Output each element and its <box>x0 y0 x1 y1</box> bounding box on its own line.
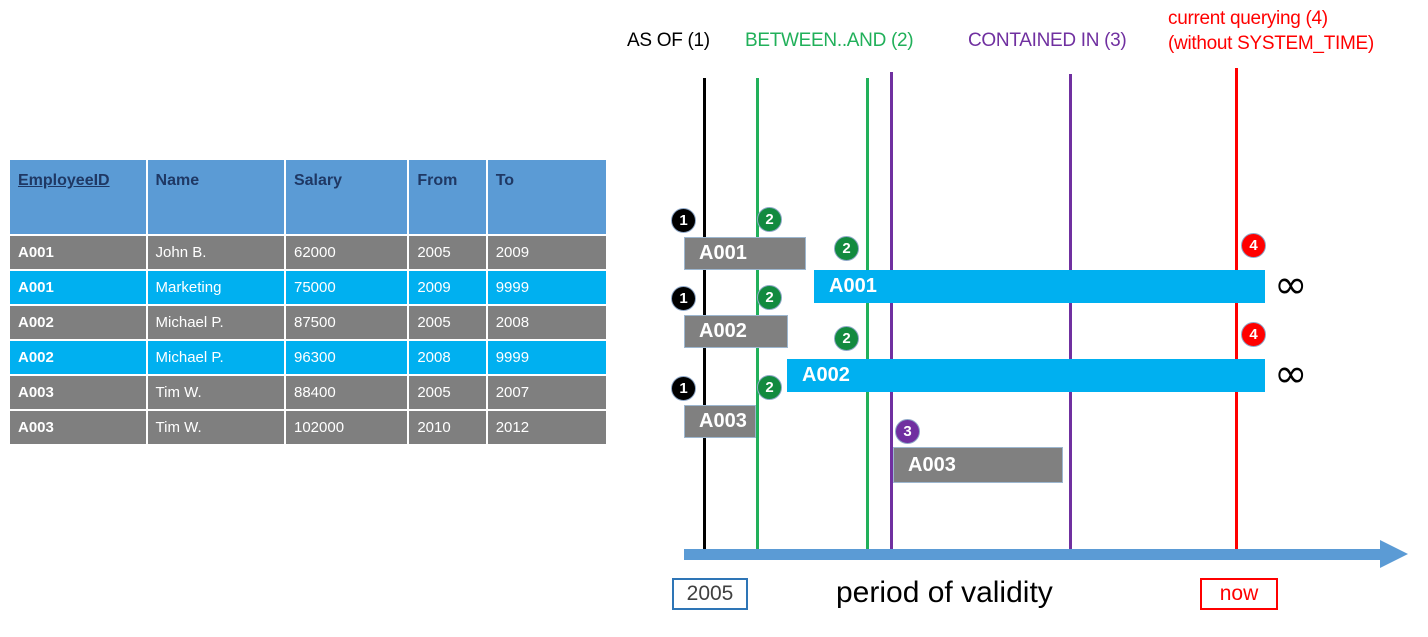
cell-to: 2012 <box>487 411 606 444</box>
axis-label-now: now <box>1200 578 1278 610</box>
cell-name: Tim W. <box>147 411 284 444</box>
column-header-salary: Salary <box>285 160 408 234</box>
cell-from: 2008 <box>409 341 486 374</box>
cell-salary: 75000 <box>285 271 408 304</box>
cell-salary: 87500 <box>285 306 408 339</box>
infinity-icon: ∞ <box>1274 351 1308 397</box>
badge-between-a001-end: 2 <box>834 236 859 261</box>
table-body: A001 John B. 62000 2005 2009 A001 Market… <box>10 236 606 444</box>
cell-name: John B. <box>147 236 284 269</box>
bar-a001-current: A001 <box>814 270 1265 303</box>
badge-current-a001: 4 <box>1241 233 1266 258</box>
bar-a002-historic: A002 <box>684 315 788 348</box>
cell-from: 2005 <box>409 306 486 339</box>
cell-to: 9999 <box>487 271 606 304</box>
cell-from: 2005 <box>409 376 486 409</box>
vertical-line-contained-start <box>890 72 893 556</box>
badge-between-a002-start: 2 <box>757 285 782 310</box>
legend-as-of: AS OF (1) <box>627 30 710 51</box>
badge-as-of-a001: 1 <box>671 208 696 233</box>
badge-between-a001-start: 2 <box>757 207 782 232</box>
employee-history-table: EmployeeID Name Salary From To A001 John… <box>8 158 608 446</box>
column-header-name-label: Name <box>155 172 200 189</box>
cell-employeeid: A003 <box>10 411 146 444</box>
bar-a003-later: A003 <box>893 447 1063 483</box>
badge-current-a002: 4 <box>1241 322 1266 347</box>
table-row: A001 Marketing 75000 2009 9999 <box>10 271 606 304</box>
cell-employeeid: A002 <box>10 306 146 339</box>
legend-between-and: BETWEEN..AND (2) <box>745 30 914 51</box>
cell-to: 2007 <box>487 376 606 409</box>
cell-employeeid: A001 <box>10 236 146 269</box>
cell-name: Tim W. <box>147 376 284 409</box>
legend-current-querying-line2: (without SYSTEM_TIME) <box>1168 33 1374 54</box>
badge-as-of-a002: 1 <box>671 286 696 311</box>
bar-a003-historic: A003 <box>684 405 756 438</box>
cell-salary: 62000 <box>285 236 408 269</box>
vertical-line-now <box>1235 68 1238 556</box>
column-header-to: To <box>487 160 606 234</box>
table-header-row: EmployeeID Name Salary From To <box>10 160 606 234</box>
legend-current-querying: current querying (4) (without SYSTEM_TIM… <box>1168 6 1374 56</box>
column-header-from-label: From <box>417 172 458 189</box>
legend-current-querying-line1: current querying (4) <box>1168 8 1328 29</box>
column-header-name: Name <box>147 160 284 234</box>
table-row: A002 Michael P. 87500 2005 2008 <box>10 306 606 339</box>
cell-from: 2010 <box>409 411 486 444</box>
badge-contained-a003: 3 <box>895 419 920 444</box>
table-row: A002 Michael P. 96300 2008 9999 <box>10 341 606 374</box>
axis-label-start: 2005 <box>672 578 748 610</box>
cell-from: 2009 <box>409 271 486 304</box>
cell-to: 2008 <box>487 306 606 339</box>
cell-salary: 96300 <box>285 341 408 374</box>
legend-contained-in: CONTAINED IN (3) <box>968 30 1127 51</box>
bar-a001-historic: A001 <box>684 237 806 270</box>
cell-name: Marketing <box>147 271 284 304</box>
column-header-from: From <box>409 160 486 234</box>
cell-to: 2009 <box>487 236 606 269</box>
badge-between-a003-start: 2 <box>757 375 782 400</box>
cell-salary: 88400 <box>285 376 408 409</box>
badge-as-of-a003: 1 <box>671 376 696 401</box>
vertical-line-between-end <box>866 78 869 556</box>
cell-salary: 102000 <box>285 411 408 444</box>
cell-employeeid: A002 <box>10 341 146 374</box>
column-header-employeeid-label: EmployeeID <box>18 172 110 189</box>
table-row: A001 John B. 62000 2005 2009 <box>10 236 606 269</box>
bar-a002-current: A002 <box>787 359 1265 392</box>
cell-employeeid: A001 <box>10 271 146 304</box>
cell-to: 9999 <box>487 341 606 374</box>
cell-from: 2005 <box>409 236 486 269</box>
table-header: EmployeeID Name Salary From To <box>10 160 606 234</box>
column-header-to-label: To <box>495 172 515 189</box>
table-row: A003 Tim W. 102000 2010 2012 <box>10 411 606 444</box>
cell-name: Michael P. <box>147 306 284 339</box>
column-header-employeeid: EmployeeID <box>10 160 146 234</box>
cell-name: Michael P. <box>147 341 284 374</box>
cell-employeeid: A003 <box>10 376 146 409</box>
axis-label-center: period of validity <box>836 576 1053 609</box>
table-row: A003 Tim W. 88400 2005 2007 <box>10 376 606 409</box>
time-axis-line <box>684 549 1384 560</box>
column-header-salary-label: Salary <box>293 172 343 189</box>
badge-between-a002-end: 2 <box>834 326 859 351</box>
vertical-line-contained-end <box>1069 74 1072 556</box>
infinity-icon: ∞ <box>1274 262 1308 308</box>
time-axis-arrow-icon <box>1380 540 1408 568</box>
